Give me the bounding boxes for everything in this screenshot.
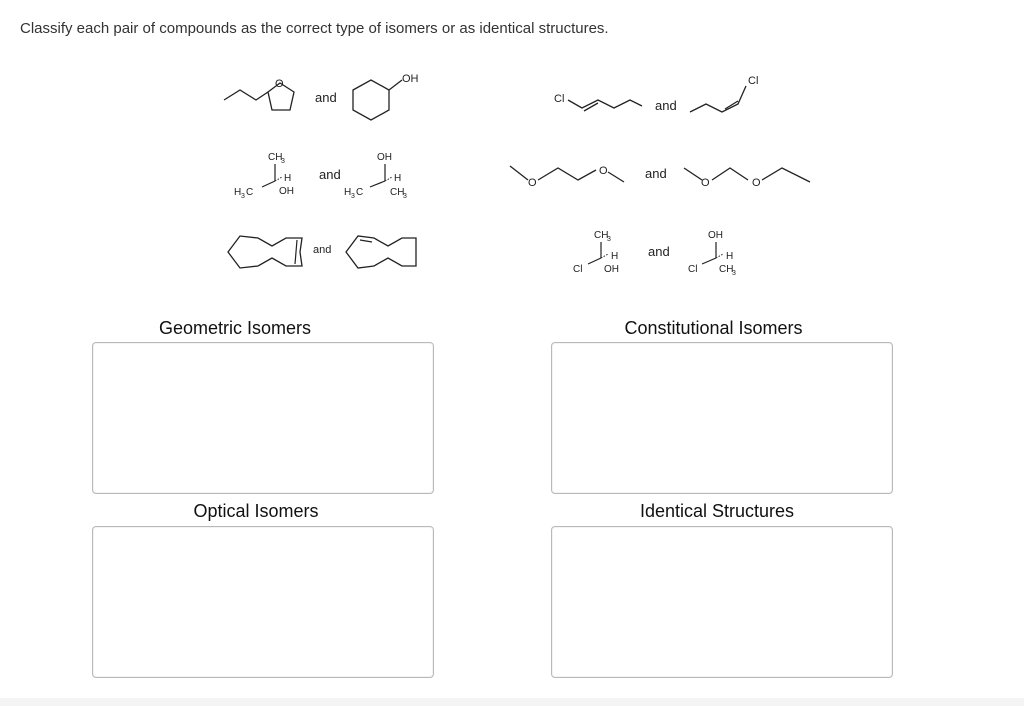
svg-text:3: 3	[241, 193, 245, 200]
svg-text:O: O	[528, 177, 537, 189]
pair-3-ch3-label: CH	[268, 152, 282, 163]
svg-text:3: 3	[607, 236, 611, 243]
svg-text:C: C	[356, 187, 363, 198]
svg-text:O: O	[701, 177, 710, 189]
geometric-isomers-dropzone[interactable]	[92, 342, 434, 494]
svg-text:OH: OH	[708, 230, 723, 241]
svg-text:O: O	[599, 165, 608, 177]
optical-isomers-title: Optical Isomers	[193, 501, 319, 521]
pair-1-structures: O OH	[223, 73, 419, 121]
svg-text:CH: CH	[594, 230, 608, 241]
identical-structures-dropzone[interactable]	[551, 526, 893, 678]
geometric-isomers-title: Geometric Isomers	[158, 318, 312, 338]
svg-text:H: H	[234, 187, 241, 198]
compound-pair-2[interactable]: Cl Cl and	[550, 72, 780, 122]
compound-pair-5[interactable]: and	[226, 230, 426, 274]
svg-text:3: 3	[351, 193, 355, 200]
pair-3-oh-top-label: OH	[377, 152, 392, 163]
svg-text:CH: CH	[719, 264, 733, 275]
pair-2-and: and	[655, 98, 677, 113]
pair-1-oxygen-label: O	[275, 78, 284, 90]
pair-4-structures: O O O O	[509, 165, 811, 189]
pair-4-and: and	[645, 166, 667, 181]
pair-6-and: and	[648, 244, 670, 259]
pair-3-and: and	[319, 167, 341, 182]
constitutional-isomers-title: Constitutional Isomers	[624, 318, 803, 338]
svg-text:O: O	[752, 177, 761, 189]
pair-2-structures: Cl Cl	[554, 75, 758, 113]
compound-pair-6[interactable]: CH 3 H Cl OH OH H Cl CH 3 and	[568, 224, 758, 280]
svg-text:Cl: Cl	[688, 264, 697, 275]
optical-isomers-dropzone[interactable]	[92, 526, 434, 678]
pair-1-oh-label: OH	[402, 73, 419, 85]
svg-text:CH: CH	[390, 187, 404, 198]
constitutional-isomers-dropzone[interactable]	[551, 342, 893, 494]
pair-5-structures	[227, 235, 417, 269]
pair-3-oh-label: OH	[279, 186, 294, 197]
pair-1-and: and	[315, 90, 337, 105]
svg-text:OH: OH	[604, 264, 619, 275]
identical-structures-title: Identical Structures	[639, 501, 795, 521]
compound-pair-3[interactable]: CH 3 H H 3 C OH OH H H 3 C CH 3 and	[232, 148, 422, 204]
svg-text:H: H	[344, 187, 351, 198]
svg-text:3: 3	[281, 158, 285, 165]
svg-text:C: C	[246, 187, 253, 198]
svg-text:H: H	[726, 251, 733, 262]
pair-5-and: and	[313, 244, 332, 256]
svg-text:Cl: Cl	[573, 264, 582, 275]
pair-3-h-label: H	[284, 173, 291, 184]
svg-text:H: H	[394, 173, 401, 184]
bottom-band	[0, 698, 1024, 706]
svg-text:3: 3	[403, 193, 407, 200]
compound-pair-1[interactable]: O OH and	[220, 68, 430, 128]
pair-2-cl-label-left: Cl	[554, 93, 564, 105]
pair-2-cl-label-right: Cl	[748, 75, 758, 87]
svg-text:H: H	[611, 251, 618, 262]
pair-3-structures: CH 3 H H 3 C OH OH H H 3 C CH 3	[234, 152, 407, 200]
pair-6-structures: CH 3 H Cl OH OH H Cl CH 3	[573, 230, 736, 277]
svg-text:3: 3	[732, 270, 736, 277]
compound-pair-4[interactable]: O O O O and	[508, 156, 818, 196]
instructions-text: Classify each pair of compounds as the c…	[20, 20, 609, 37]
